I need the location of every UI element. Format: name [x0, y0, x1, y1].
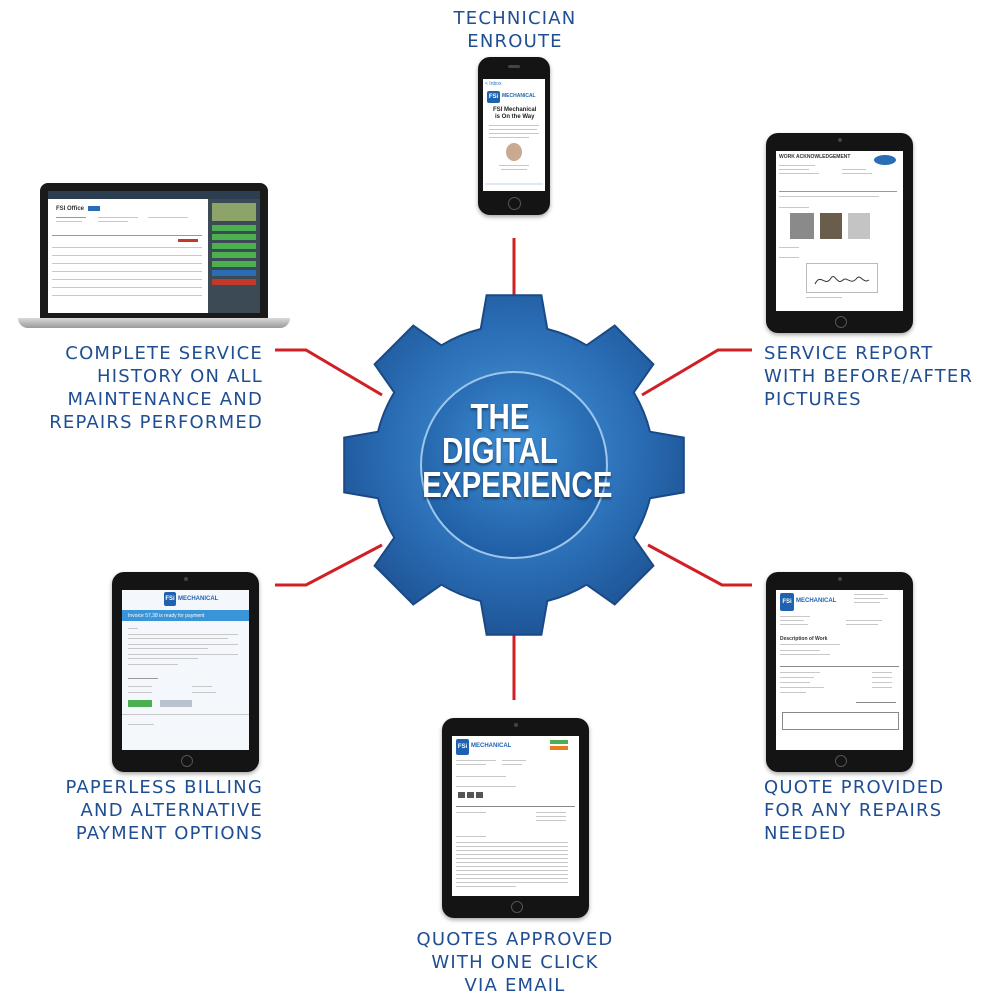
phone-back-link: < Inbox: [485, 81, 502, 87]
service-report-tablet: WORK ACKNOWLEDGEMENT: [766, 133, 913, 333]
billing-logo-icon: FSi: [164, 592, 176, 606]
quote-approval-box: [782, 712, 899, 730]
caption-quote-provided: QUOTE PROVIDED FOR ANY REPAIRS NEEDED: [764, 777, 945, 844]
download-pdf-button[interactable]: [160, 700, 192, 707]
laptop-screen: FSI Office: [48, 191, 260, 313]
quote-heading: Description of Work: [780, 636, 828, 642]
approved-screen: FSi MECHANICAL: [452, 736, 579, 896]
phone-logo-icon: FSi: [487, 91, 500, 103]
laptop-action-panel: [208, 199, 260, 313]
laptop-device: FSI Office: [40, 183, 268, 318]
action-button-5[interactable]: [212, 261, 256, 267]
decline-button[interactable]: [550, 746, 568, 750]
phone-home-button: [508, 197, 521, 210]
signature-icon: [814, 276, 870, 285]
quote-screen: FSi MECHANICAL Description of Work: [776, 590, 903, 750]
technician-photo: [506, 143, 522, 161]
quote-brand: MECHANICAL: [796, 598, 837, 604]
action-button-1[interactable]: [212, 225, 256, 231]
signature-box: [806, 263, 878, 293]
billing-banner-text: Invoice 57,38 is ready for payment: [128, 613, 205, 619]
laptop-base: [18, 318, 290, 328]
approved-tablet: FSi MECHANICAL: [442, 718, 589, 918]
phone-brand: MECHANICAL: [502, 93, 536, 99]
during-photo: [820, 213, 842, 239]
billing-banner: Invoice 57,38 is ready for payment: [122, 610, 249, 621]
center-title-line-1: THE: [470, 396, 530, 437]
service-report-screen: WORK ACKNOWLEDGEMENT: [776, 151, 903, 311]
approved-brand: MECHANICAL: [471, 743, 512, 749]
phone-headline-2: is On the Way: [495, 114, 535, 120]
connector-top-right: [641, 348, 752, 397]
quote-tablet: FSi MECHANICAL Description of Work: [766, 572, 913, 772]
action-button-3[interactable]: [212, 243, 256, 249]
service-report-heading: WORK ACKNOWLEDGEMENT: [779, 154, 851, 160]
action-button-7[interactable]: [212, 279, 256, 285]
after-photo: [848, 213, 870, 239]
caption-paperless-billing: PAPERLESS BILLING AND ALTERNATIVE PAYMEN…: [65, 777, 263, 844]
phone-screen: < Inbox FSi MECHANICAL FSI Mechanical is…: [483, 79, 545, 191]
action-button-2[interactable]: [212, 234, 256, 240]
caption-service-history: COMPLETE SERVICE HISTORY ON ALL MAINTENA…: [49, 343, 263, 433]
billing-brand: MECHANICAL: [178, 596, 219, 602]
phone-headline-1: FSI Mechanical: [493, 107, 537, 113]
connector-top-left: [275, 348, 383, 397]
approved-logo-icon: FSi: [456, 739, 469, 755]
center-title-line-2: DIGITAL: [442, 430, 558, 471]
action-button-4[interactable]: [212, 252, 256, 258]
billing-tablet: FSi MECHANICAL Invoice 57,38 is ready fo…: [112, 572, 259, 772]
center-title-line-3: EXPERIENCE: [422, 464, 613, 505]
quote-logo-icon: FSi: [780, 593, 794, 611]
caption-quotes-approved: QUOTES APPROVED WITH ONE CLICK VIA EMAIL: [416, 929, 614, 996]
center-title: THE DIGITAL EXPERIENCE: [422, 396, 613, 505]
approve-button[interactable]: [550, 740, 568, 744]
action-button-6[interactable]: [212, 270, 256, 276]
caption-service-report: SERVICE REPORT WITH BEFORE/AFTER PICTURE…: [764, 343, 974, 410]
connector-bottom-left: [275, 543, 383, 587]
laptop-title: FSI Office: [56, 206, 85, 212]
gear-inner-ring: [420, 371, 608, 559]
pay-now-button[interactable]: [128, 700, 152, 707]
connector-bottom-right: [647, 543, 752, 587]
caption-technician-enroute: TECHNICIAN ENROUTE: [453, 8, 577, 52]
billing-screen: FSi MECHANICAL Invoice 57,38 is ready fo…: [122, 590, 249, 750]
before-photo: [790, 213, 814, 239]
phone-device: < Inbox FSi MECHANICAL FSI Mechanical is…: [478, 57, 550, 215]
